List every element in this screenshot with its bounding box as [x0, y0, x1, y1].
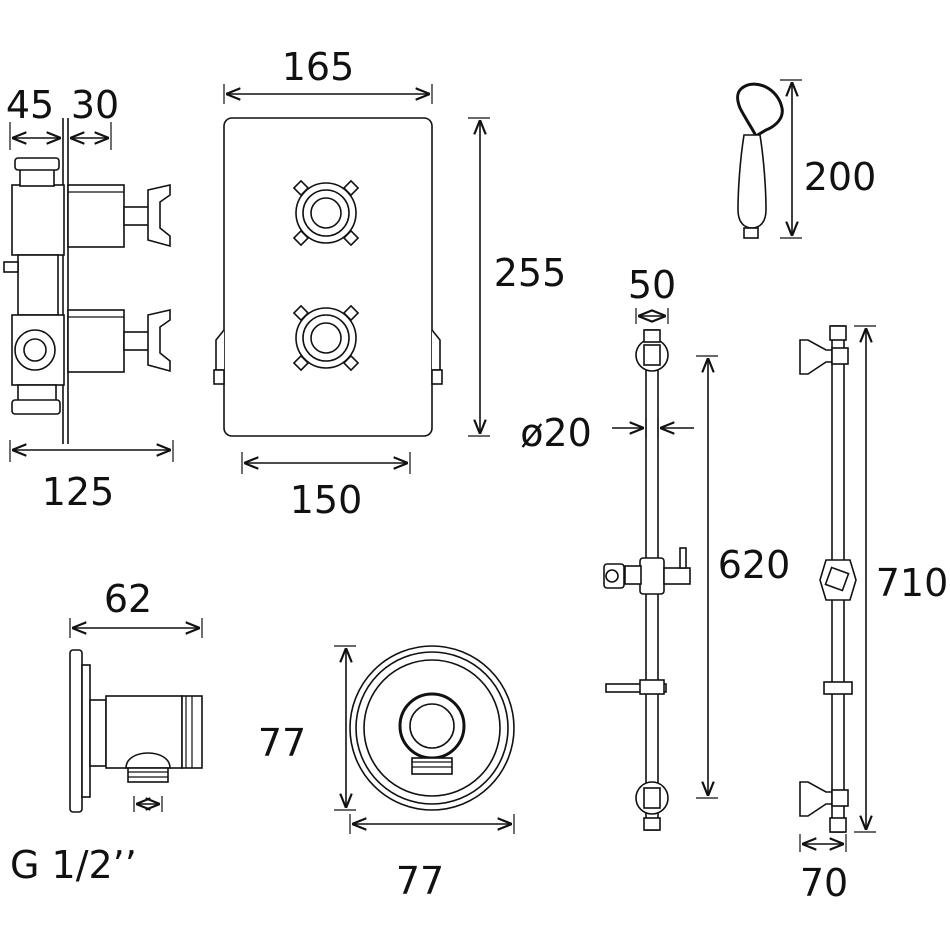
dim-valve-total-depth: 125 [42, 470, 115, 514]
outlet-flange-front-view: 77 77 [258, 645, 515, 903]
riser-rail-front-view: 50 ø20 620 [520, 263, 791, 831]
dim-plate-width: 150 [290, 478, 363, 522]
dim-rail-diameter: ø20 [520, 411, 592, 455]
dim-valve-depth-rear: 30 [71, 83, 119, 127]
dim-rail-bracket-depth: 50 [628, 263, 676, 307]
dim-rail-side-depth: 70 [800, 861, 848, 905]
dim-plate-height: 255 [494, 251, 567, 295]
valve-side-view: 45 30 125 [3, 83, 174, 514]
dim-plate-height-total: 165 [282, 45, 355, 89]
shower-handset: 200 [736, 79, 877, 239]
dim-elbow-thread: G 1/2’’ [10, 843, 137, 887]
lower-cross-handle [292, 304, 360, 372]
dim-rail-overall-length: 710 [876, 561, 949, 605]
valve-plate-front-view: 165 255 150 [213, 45, 567, 522]
wall-outlet-elbow: 62 G 1/2’’ [10, 577, 203, 887]
dim-elbow-depth: 62 [104, 577, 152, 621]
dim-flange-height: 77 [258, 721, 306, 765]
upper-cross-handle [292, 179, 360, 247]
dim-flange-width: 77 [396, 859, 444, 903]
riser-rail-side-view: 710 70 [799, 325, 949, 905]
dim-handset-length: 200 [804, 155, 877, 199]
dim-rail-length: 620 [718, 543, 791, 587]
dim-valve-depth-front: 45 [6, 83, 54, 127]
